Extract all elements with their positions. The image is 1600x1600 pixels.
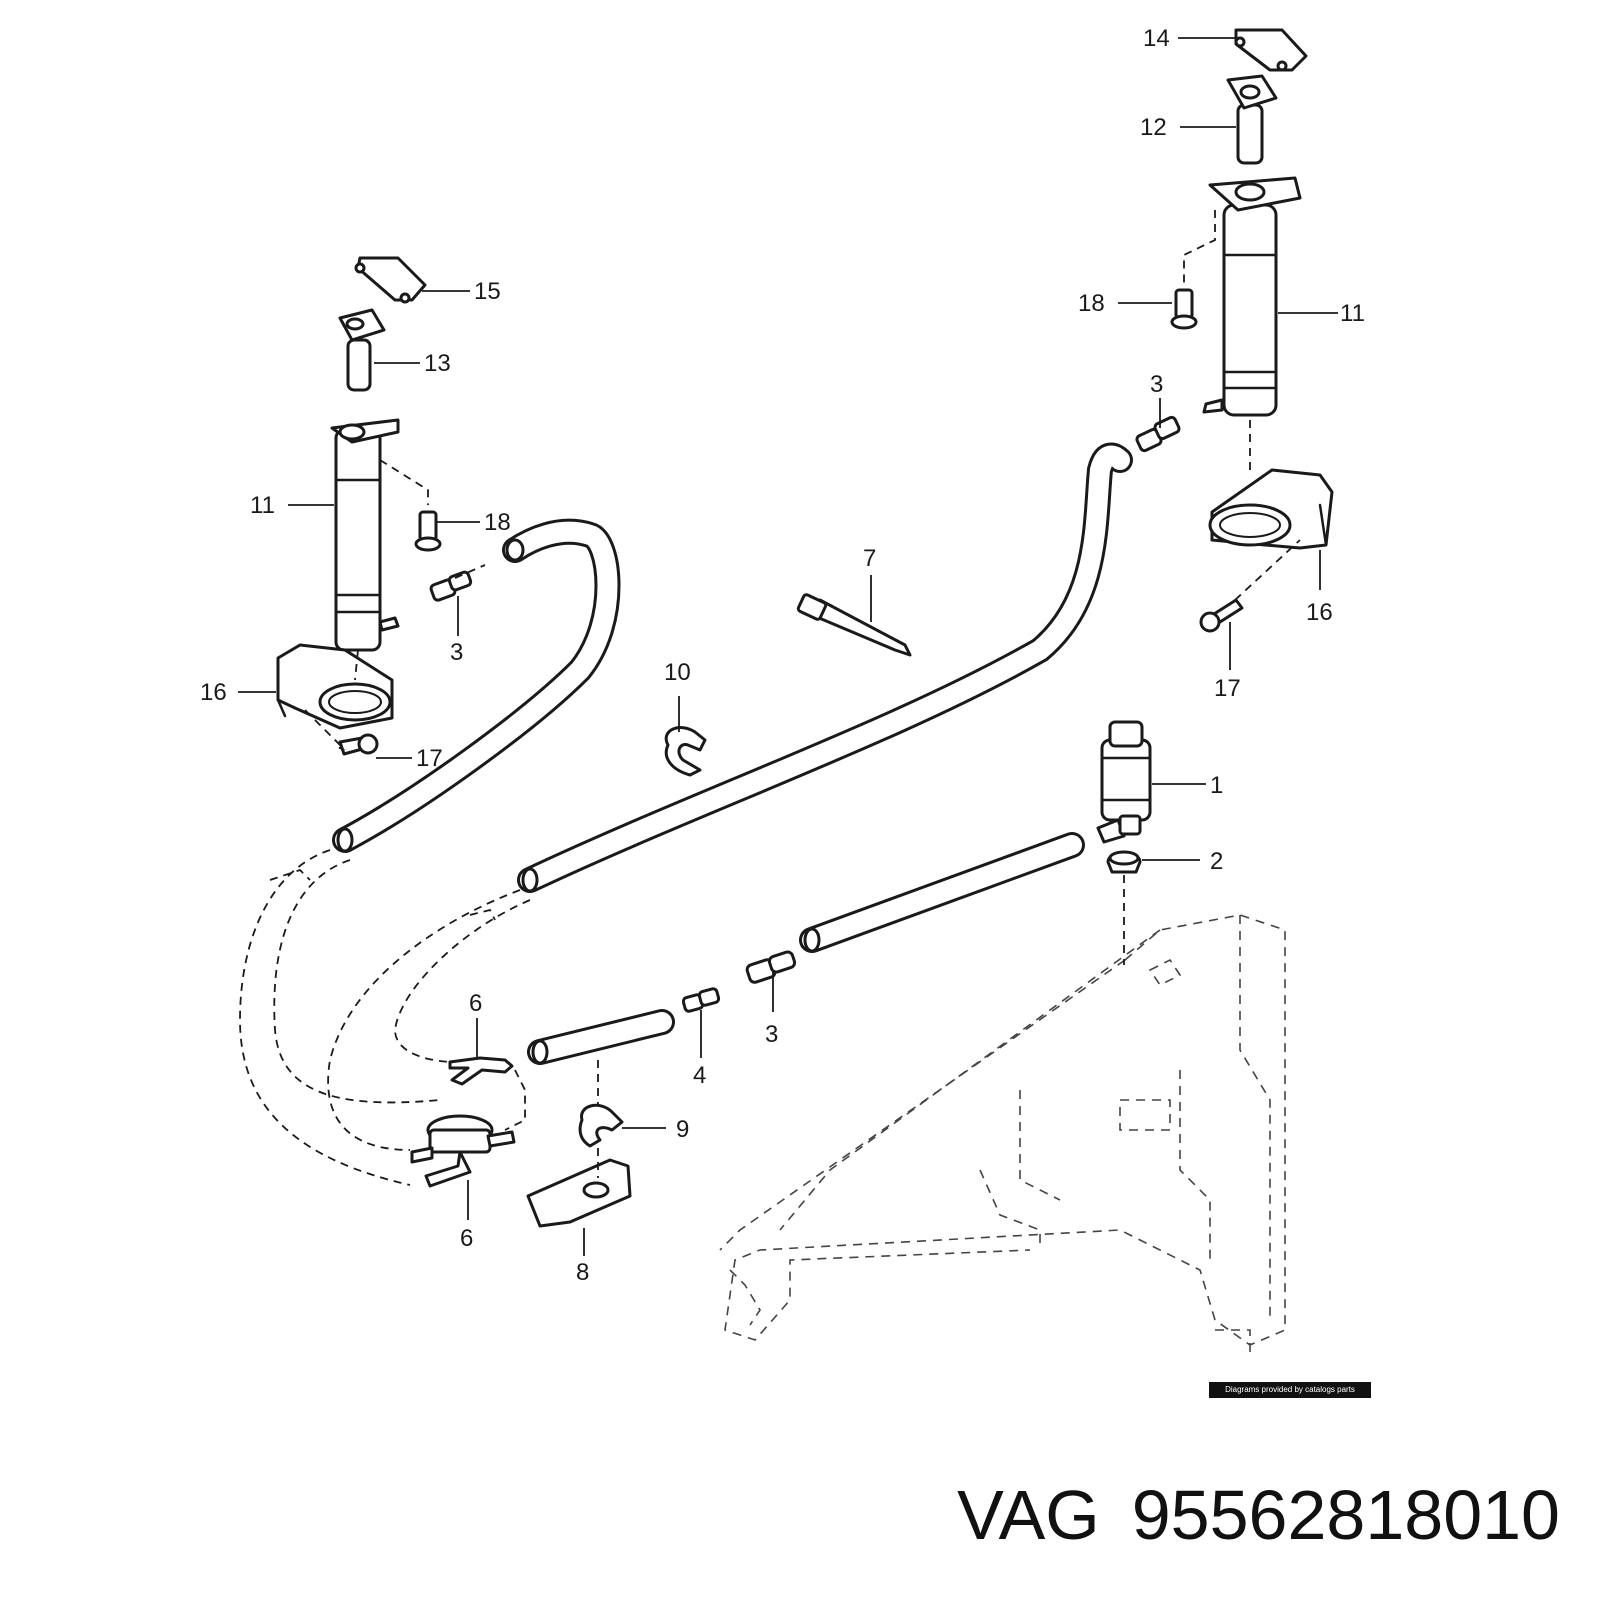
connector-3-right — [1135, 415, 1181, 453]
bolt-18-left — [414, 510, 442, 552]
connector-4 — [681, 987, 721, 1013]
y-connector-upper — [448, 1056, 514, 1086]
left-assembly-guides — [304, 459, 486, 751]
hose-clip-9 — [578, 1103, 624, 1148]
callout-6-lower: 6 — [460, 1225, 473, 1252]
catalog-credit-badge: Diagrams provided by catalogs parts — [1209, 1382, 1371, 1398]
brand-label: VAG — [957, 1476, 1100, 1554]
screw-17-right — [1199, 598, 1244, 633]
washer-pump — [1096, 720, 1152, 844]
mounting-bracket-left — [276, 643, 394, 730]
callout-11-right: 11 — [1340, 300, 1365, 327]
callout-3-right: 3 — [1150, 371, 1163, 398]
callout-16-right: 16 — [1306, 599, 1333, 626]
callout-3-left: 3 — [450, 639, 463, 666]
pump-grommet — [1106, 850, 1142, 874]
callout-8: 8 — [576, 1259, 589, 1286]
callout-10: 10 — [664, 659, 691, 686]
hose-routing-dashed — [239, 849, 531, 1186]
callout-18-right: 18 — [1078, 290, 1105, 317]
nozzle-cover-cap-left — [354, 256, 427, 304]
callout-3-lower: 3 — [765, 1021, 778, 1048]
connector-3-left — [429, 570, 473, 602]
callout-2: 2 — [1210, 848, 1223, 875]
callout-9: 9 — [676, 1116, 689, 1143]
part-number-label: 95562818010 — [1131, 1476, 1560, 1554]
hose-short-lower — [527, 1009, 675, 1065]
callout-11-left: 11 — [250, 492, 275, 519]
callout-7: 7 — [863, 545, 876, 572]
cable-tie — [796, 593, 912, 657]
callout-17-left: 17 — [416, 745, 443, 772]
callout-13: 13 — [424, 350, 451, 377]
callout-4: 4 — [693, 1062, 706, 1089]
check-valve — [410, 1114, 516, 1188]
hose-long-left — [332, 518, 621, 853]
callout-12: 12 — [1140, 114, 1167, 141]
reservoir-outline — [719, 914, 1286, 1355]
hose-pump-supply — [799, 832, 1085, 953]
screw-17-left — [338, 733, 379, 756]
callout-18-left: 18 — [484, 509, 511, 536]
callout-15: 15 — [474, 278, 501, 305]
support-bracket — [526, 1158, 632, 1228]
leader-lines — [238, 37, 1338, 1256]
callout-14: 14 — [1143, 25, 1170, 52]
nozzle-jet-right — [1226, 74, 1278, 165]
nozzle-cover-cap-right — [1234, 28, 1308, 72]
callout-1: 1 — [1210, 772, 1223, 799]
washer-nozzle-cylinder-right — [1202, 176, 1302, 417]
connector-3-lower — [745, 950, 797, 984]
callout-6-upper: 6 — [469, 990, 482, 1017]
mounting-bracket-right — [1208, 468, 1334, 550]
callout-labels: 1 2 3 3 3 4 6 6 7 8 9 10 11 11 12 13 14 … — [200, 25, 1365, 1286]
hose-clip-10 — [664, 726, 707, 777]
bolt-18-right — [1170, 288, 1198, 330]
right-assembly-guides — [1183, 210, 1301, 601]
hose-long-right — [517, 442, 1133, 893]
callout-17-right: 17 — [1214, 675, 1241, 702]
callout-16-left: 16 — [200, 679, 227, 706]
nozzle-jet-left — [338, 308, 386, 392]
washer-nozzle-cylinder-left — [330, 418, 400, 652]
